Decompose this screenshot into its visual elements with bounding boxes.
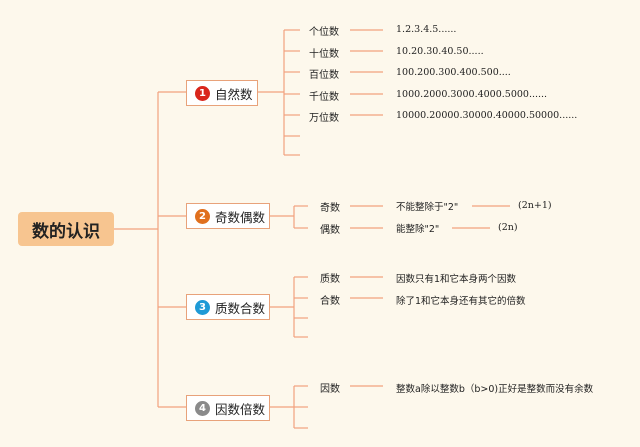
- root-topic-label: 数的认识: [32, 221, 100, 242]
- leaf-hundreds-digit[interactable]: 百位数: [309, 70, 339, 81]
- leaf-factor[interactable]: 因数: [320, 384, 340, 395]
- leaf-even[interactable]: 偶数: [320, 225, 340, 236]
- branch-prime-composite[interactable]: 3 质数合数: [186, 294, 270, 320]
- leaf-desc-ones: 1.2.3.4.5......: [396, 24, 457, 35]
- leaf-desc-tens: 10.20.30.40.50.....: [396, 46, 484, 57]
- formula-even: (2n): [498, 222, 518, 233]
- branch-factor-multiple[interactable]: 4 因数倍数: [186, 395, 270, 421]
- leaf-composite[interactable]: 合数: [320, 296, 340, 307]
- leaf-ten-thousands-digit[interactable]: 万位数: [309, 113, 339, 124]
- leaf-prime[interactable]: 质数: [320, 274, 340, 285]
- leaf-desc-odd: 不能整除于"2": [396, 202, 459, 213]
- number-badge-1: 1: [195, 85, 210, 101]
- leaf-tens-digit[interactable]: 十位数: [309, 49, 339, 60]
- leaf-desc-factor: 整数a除以整数b（b>0)正好是整数而没有余数: [396, 384, 594, 395]
- leaf-desc-hundreds: 100.200.300.400.500....: [396, 67, 511, 78]
- branch-label: 质数合数: [215, 300, 266, 316]
- formula-odd: (2n+1): [518, 200, 552, 211]
- number-badge-2: 2: [195, 208, 210, 224]
- root-topic[interactable]: 数的认识: [18, 212, 114, 246]
- number-badge-4: 4: [195, 400, 210, 416]
- branch-natural-numbers[interactable]: 1 自然数: [186, 80, 258, 106]
- leaf-ones-digit[interactable]: 个位数: [309, 27, 339, 38]
- number-badge-3: 3: [195, 299, 210, 315]
- leaf-desc-thousands: 1000.2000.3000.4000.5000......: [396, 89, 548, 100]
- leaf-desc-prime: 因数只有1和它本身两个因数: [396, 274, 517, 285]
- branch-odd-even[interactable]: 2 奇数偶数: [186, 203, 270, 229]
- branch-label: 奇数偶数: [215, 209, 266, 225]
- branch-label: 因数倍数: [215, 401, 266, 417]
- leaf-odd[interactable]: 奇数: [320, 203, 340, 214]
- branch-label: 自然数: [215, 86, 253, 102]
- leaf-desc-even: 能整除"2": [396, 224, 440, 235]
- leaf-desc-composite: 除了1和它本身还有其它的倍数: [396, 296, 526, 307]
- leaf-desc-ten-thousands: 10000.20000.30000.40000.50000......: [396, 110, 578, 121]
- leaf-thousands-digit[interactable]: 千位数: [309, 92, 339, 103]
